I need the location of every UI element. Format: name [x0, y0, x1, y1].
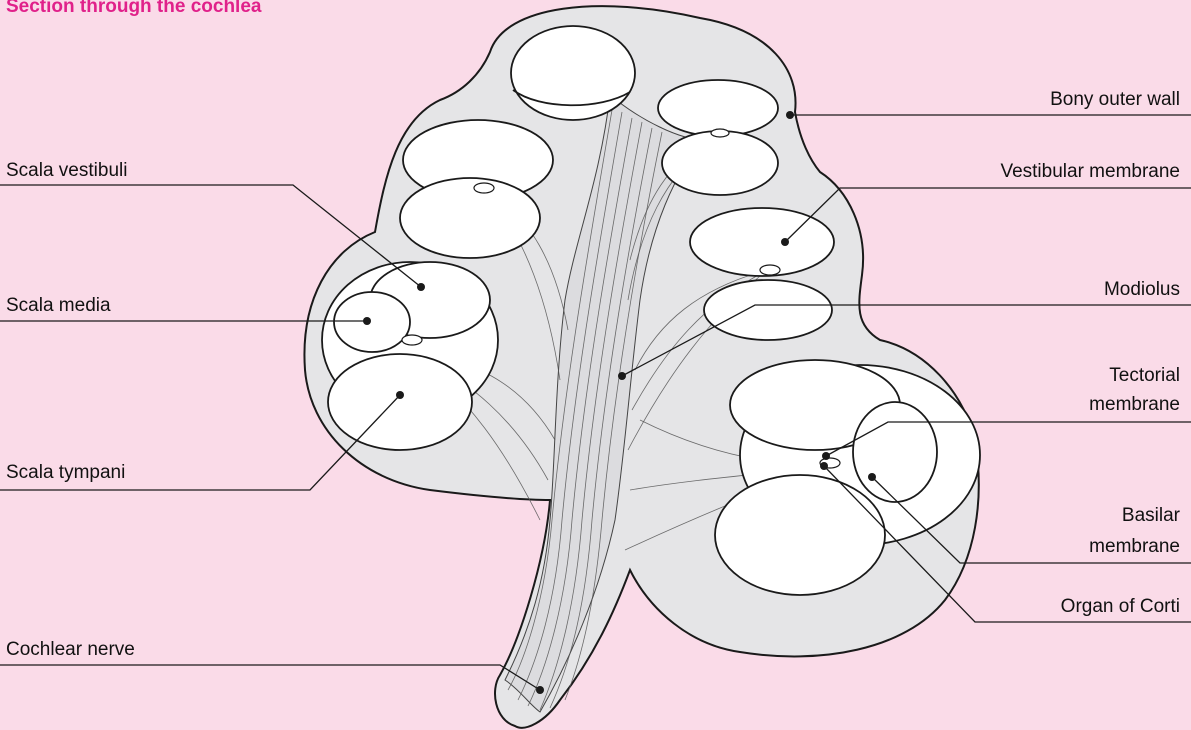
label-tectorial-line1: Tectorial: [1109, 364, 1180, 387]
label-scala-media: Scala media: [6, 294, 111, 317]
label-organ-of-corti: Organ of Corti: [1061, 595, 1180, 618]
label-modiolus: Modiolus: [1104, 278, 1180, 301]
label-basilar-line2: membrane: [1089, 535, 1180, 558]
label-basilar-line1: Basilar: [1122, 504, 1180, 527]
label-cochlear-nerve: Cochlear nerve: [6, 638, 135, 661]
label-scala-vestibuli: Scala vestibuli: [6, 159, 127, 182]
label-bony-outer-wall: Bony outer wall: [1050, 88, 1180, 111]
diagram-title: Section through the cochlea: [6, 0, 261, 18]
label-vestibular-membrane: Vestibular membrane: [1000, 160, 1180, 183]
label-tectorial-line2: membrane: [1089, 393, 1180, 416]
label-scala-tympani: Scala tympani: [6, 461, 125, 484]
